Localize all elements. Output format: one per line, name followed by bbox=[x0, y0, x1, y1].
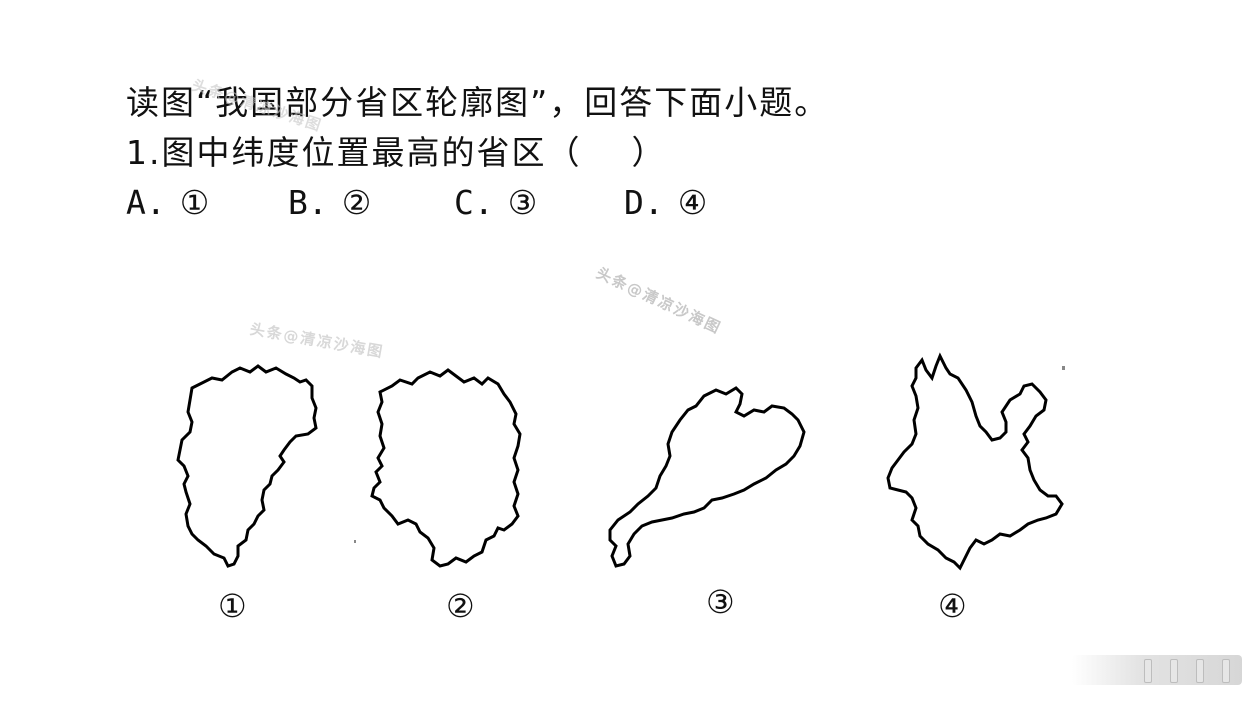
question-intro: 读图“我国部分省区轮廓图”，回答下面小题。 bbox=[126, 83, 830, 122]
question-block: 读图“我国部分省区轮廓图”，回答下面小题。 1.图中纬度位置最高的省区（ ） A… bbox=[126, 78, 829, 228]
option-d[interactable]: D. ④ bbox=[624, 178, 707, 228]
corner-mark-bar bbox=[1170, 659, 1178, 683]
answer-options: A. ① B. ② C. ③ D. ④ bbox=[126, 178, 829, 228]
province-label-2: ② bbox=[446, 587, 475, 625]
corner-logo-mark bbox=[1072, 655, 1242, 685]
province-label-4: ④ bbox=[938, 587, 967, 625]
corner-mark-bar bbox=[1144, 659, 1152, 683]
scan-speck bbox=[1062, 366, 1065, 370]
province-outline-2 bbox=[370, 368, 522, 568]
corner-mark-bar bbox=[1222, 659, 1230, 683]
option-a[interactable]: A. ① bbox=[126, 178, 288, 228]
option-letter: B. bbox=[288, 183, 328, 222]
province-outline-3 bbox=[608, 386, 806, 568]
option-value: ③ bbox=[507, 183, 538, 222]
corner-mark-bar bbox=[1196, 659, 1204, 683]
province-label-1: ① bbox=[218, 587, 247, 625]
option-b[interactable]: B. ② bbox=[288, 178, 454, 228]
option-letter: C. bbox=[454, 183, 494, 222]
province-label-3: ③ bbox=[706, 583, 735, 621]
question-prompt: 1.图中纬度位置最高的省区（ ） bbox=[126, 133, 667, 172]
option-value: ④ bbox=[677, 183, 708, 222]
option-c[interactable]: C. ③ bbox=[454, 178, 624, 228]
option-value: ② bbox=[341, 183, 372, 222]
option-letter: D. bbox=[624, 183, 664, 222]
scan-speck bbox=[354, 540, 356, 543]
province-outline-1 bbox=[176, 364, 318, 568]
option-value: ① bbox=[179, 183, 210, 222]
province-outline-4 bbox=[886, 352, 1064, 571]
option-letter: A. bbox=[126, 183, 166, 222]
